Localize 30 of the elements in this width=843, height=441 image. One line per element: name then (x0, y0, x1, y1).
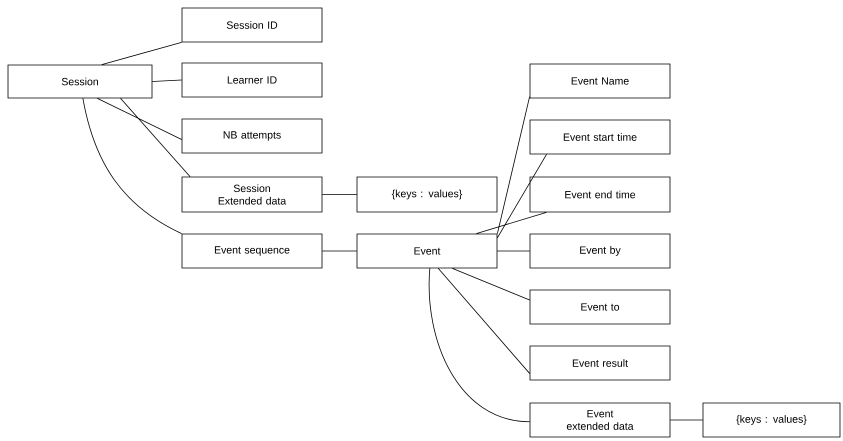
connector-line (322, 194, 357, 195)
text-box: NB attempts (182, 118, 322, 154)
connector-line (96, 98, 182, 140)
connector-line (82, 98, 182, 234)
connector-line (497, 154, 547, 238)
text-box: Learner ID (182, 62, 322, 98)
connector-line (438, 268, 530, 374)
text-box: Event extended data (530, 402, 670, 438)
text-box: Event to (530, 290, 670, 324)
text-box: Event sequence (182, 234, 322, 268)
text-box: Event result (530, 346, 670, 380)
text-box: {keys : values} (702, 402, 840, 438)
connector-line (322, 250, 357, 252)
connector-line (497, 96, 530, 234)
connector-line (428, 268, 530, 422)
text-box: Event start time (530, 120, 670, 154)
text-box: Event by (530, 234, 670, 268)
text-box: Event Name (530, 64, 670, 98)
connector-line (101, 42, 182, 65)
text-box: Session Extended data (182, 176, 322, 212)
connector-line (120, 98, 190, 177)
connector-line (476, 212, 547, 234)
text-box: Event end time (530, 176, 670, 212)
text-box: Session ID (182, 8, 322, 42)
text-box: Event (356, 234, 498, 268)
connector-line (497, 250, 530, 252)
connector-line (452, 268, 530, 300)
text-box: Session (8, 64, 152, 98)
text-box: {keys : values} (356, 176, 498, 212)
connector-line (152, 80, 182, 82)
